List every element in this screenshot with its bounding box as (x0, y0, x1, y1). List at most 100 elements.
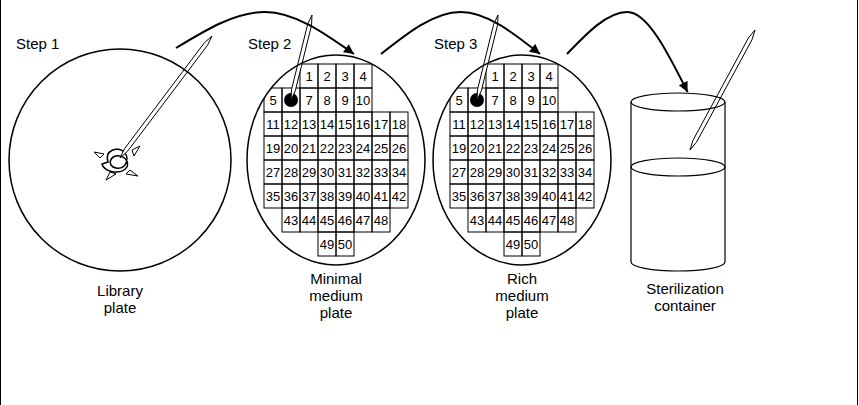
well-number: 5 (455, 94, 462, 107)
colony (94, 146, 140, 180)
grid-cell (336, 136, 354, 160)
grid-cell (264, 160, 282, 184)
well-number: 22 (320, 142, 334, 155)
grid-cell (558, 208, 576, 232)
grid-cell (558, 136, 576, 160)
well-number: 44 (488, 214, 502, 227)
grid-cell (282, 112, 300, 136)
well-number: 9 (527, 94, 534, 107)
well-number: 4 (359, 70, 366, 83)
well-number: 21 (302, 142, 316, 155)
well-number: 44 (302, 214, 316, 227)
well-number: 49 (506, 238, 520, 251)
well-number: 8 (509, 94, 516, 107)
grid-cell (522, 64, 540, 88)
grid-cell (576, 184, 594, 208)
grid-cell (336, 184, 354, 208)
grid-cell (336, 208, 354, 232)
grid-cell (318, 184, 336, 208)
grid-cell (504, 160, 522, 184)
well-number: 41 (560, 190, 574, 203)
grid-cell (282, 184, 300, 208)
toothpick (291, 15, 312, 100)
grid-cell (264, 88, 282, 112)
well-number: 47 (356, 214, 370, 227)
grid-cell (372, 160, 390, 184)
well-number: 14 (320, 118, 334, 131)
well-number: 33 (560, 166, 574, 179)
node-caption: Sterilization container (630, 280, 740, 314)
step-arrow (381, 12, 540, 54)
grid-cell (576, 136, 594, 160)
well-number: 7 (305, 94, 312, 107)
grid-cell (540, 64, 558, 88)
well-number: 29 (302, 166, 316, 179)
grid-cell (318, 160, 336, 184)
grid-cell (300, 160, 318, 184)
circle-outline (8, 48, 232, 272)
grid-cell (390, 112, 408, 136)
well-number: 13 (302, 118, 316, 131)
toothpick (120, 36, 212, 158)
grid-cell (468, 208, 486, 232)
well-number: 26 (578, 142, 592, 155)
well-number: 7 (491, 94, 498, 107)
grid-cell (522, 184, 540, 208)
grid-cell (450, 112, 468, 136)
well-number: 34 (392, 166, 406, 179)
grid-cell (540, 184, 558, 208)
well-number: 8 (323, 94, 330, 107)
grid-cell (336, 64, 354, 88)
well-number: 41 (374, 190, 388, 203)
grid-cell (504, 232, 522, 256)
well-number: 28 (284, 166, 298, 179)
grid-cell (486, 112, 504, 136)
grid-cell (540, 160, 558, 184)
grid-cell (336, 112, 354, 136)
well-number: 34 (578, 166, 592, 179)
well-number: 48 (374, 214, 388, 227)
well-number: 24 (542, 142, 556, 155)
grid-cell (504, 184, 522, 208)
well-number: 18 (392, 118, 406, 131)
grid-cell (522, 88, 540, 112)
grid-cell (486, 136, 504, 160)
grid-cell (390, 160, 408, 184)
grid-cell (354, 184, 372, 208)
ellipse-outline (246, 54, 426, 266)
well-number: 15 (338, 118, 352, 131)
well-number: 31 (338, 166, 352, 179)
well-number: 19 (452, 142, 466, 155)
grid-cell (450, 88, 468, 112)
well-number: 32 (542, 166, 556, 179)
grid-cell (450, 136, 468, 160)
liquid-surface (631, 158, 725, 176)
container-body (631, 102, 725, 271)
grid-cell (486, 88, 504, 112)
grid-cell (336, 88, 354, 112)
well-number: 32 (356, 166, 370, 179)
well-number: 23 (338, 142, 352, 155)
grid-cell (558, 112, 576, 136)
plate-rim (433, 55, 611, 265)
well-grid (264, 64, 408, 256)
grid-cell (318, 112, 336, 136)
grid-cell (264, 184, 282, 208)
well-number: 29 (488, 166, 502, 179)
grid-cell (486, 208, 504, 232)
well-number: 43 (284, 214, 298, 227)
grid-cell (354, 64, 372, 88)
grid-cell (576, 112, 594, 136)
library-plate: Library plate (8, 48, 232, 316)
node-caption: Rich medium plate (487, 270, 557, 321)
well-number: 2 (323, 70, 330, 83)
grid-cell (558, 160, 576, 184)
well-number: 14 (506, 118, 520, 131)
plate-rim (247, 55, 425, 265)
well-number: 50 (524, 238, 538, 251)
well-number: 12 (470, 118, 484, 131)
well-number: 4 (545, 70, 552, 83)
well-number: 42 (392, 190, 406, 203)
